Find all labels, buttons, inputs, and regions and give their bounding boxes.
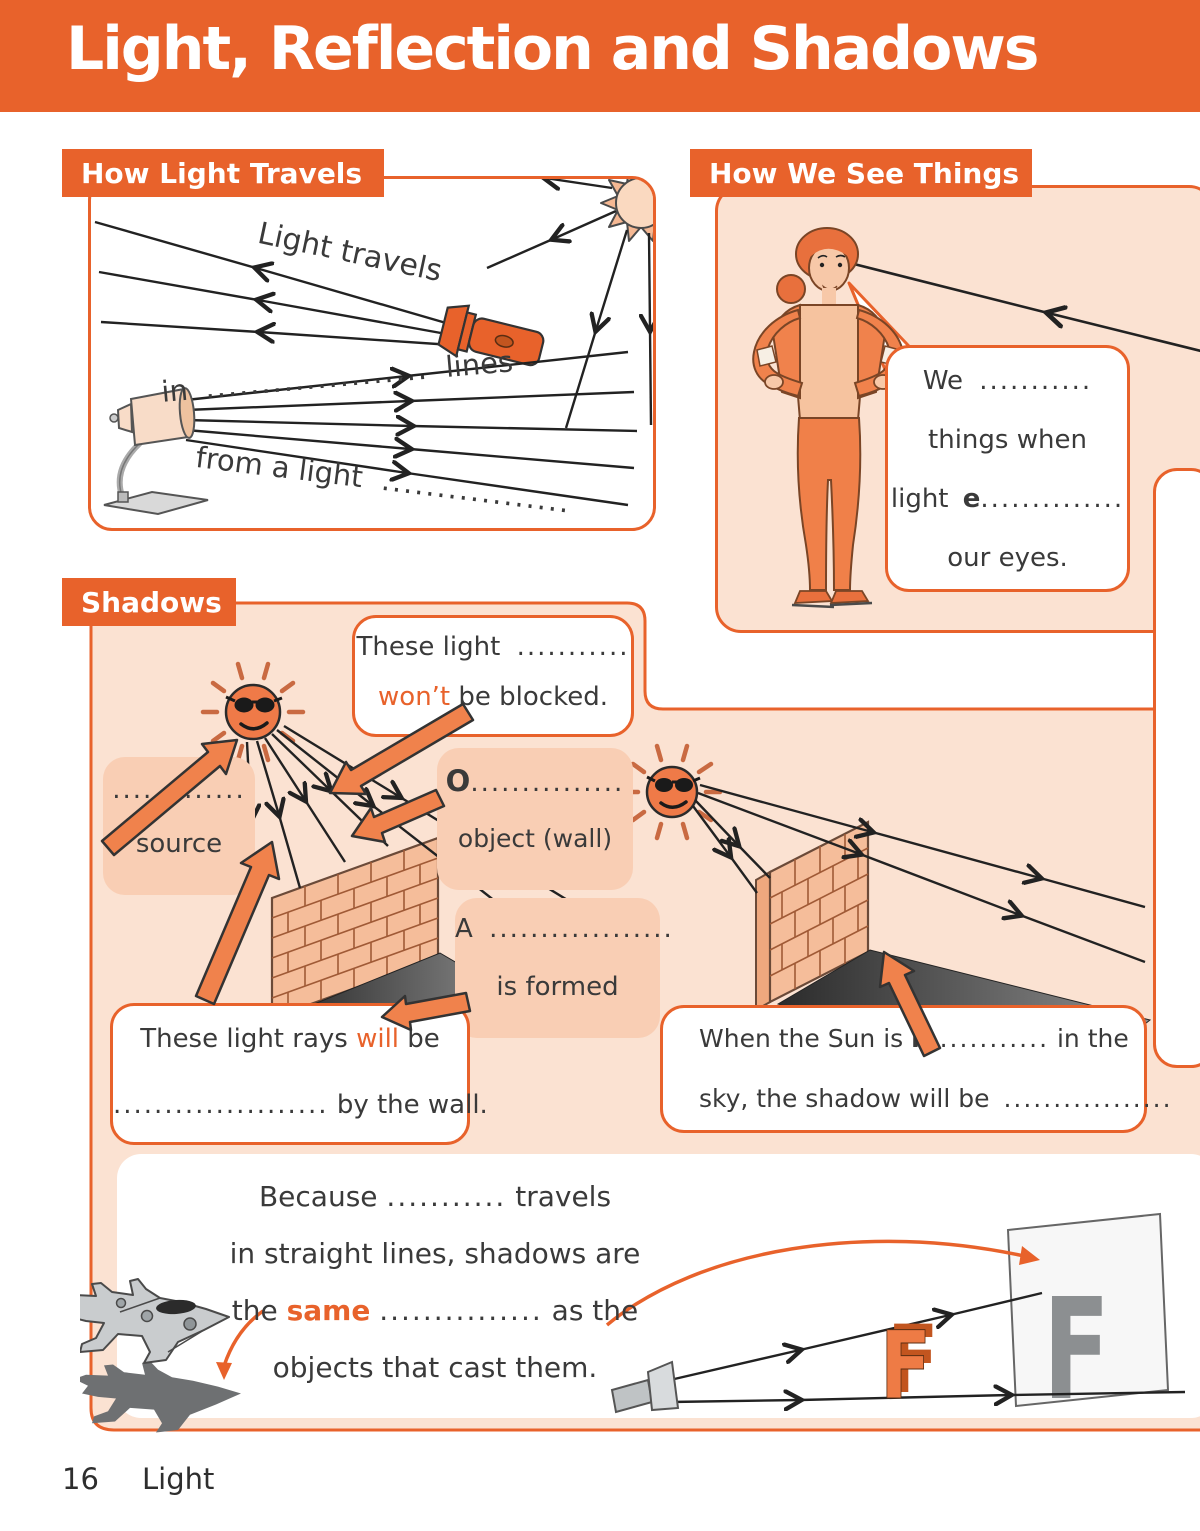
blank-blocked: ..................... <box>113 1090 329 1120</box>
travels-word: travels <box>515 1180 612 1213</box>
blank-see: ........... <box>979 366 1093 396</box>
blank-low: ............. <box>919 1024 1050 1053</box>
sun-low-bubble: When the Sun is l............. in the sk… <box>660 1005 1171 1133</box>
blank-opaque: ............... <box>470 768 625 798</box>
hint-letter-l: l <box>911 1024 920 1053</box>
how-we-see-label: How We See Things <box>690 149 1032 197</box>
sun-low-line2: sky, the shadow will be <box>699 1084 990 1113</box>
blank-light-word: ........... <box>386 1180 507 1213</box>
hint-letter-e: e <box>962 484 981 514</box>
blank-light: ............. <box>112 775 246 805</box>
not-blocked-pre: These light <box>356 632 501 662</box>
sun-low-pre: When the Sun is <box>699 1024 904 1053</box>
how-light-travels-panel: Light travels in .................... li… <box>88 176 656 531</box>
source-label-box: ............. source <box>103 757 255 895</box>
word-same: same <box>286 1294 371 1327</box>
because-line2: in straight lines, shadows are <box>229 1237 641 1270</box>
sun-low-mid: in the <box>1056 1024 1129 1053</box>
curved-arrow-to-shadow-icon <box>216 1309 265 1380</box>
how-light-travels-label: How Light Travels <box>62 149 384 197</box>
hint-letter-o: O <box>445 764 471 798</box>
page-title: Light, Reflection and Shadows <box>66 14 1039 84</box>
torch-icon <box>437 304 545 367</box>
word-lines: lines <box>444 344 515 385</box>
word-is-formed: is formed <box>496 972 619 1002</box>
projection-screen <box>1006 1212 1170 1408</box>
because-note-text: Because ........... travels in straight … <box>150 1168 720 1396</box>
word-light: light <box>890 484 949 514</box>
not-blocked-rest: be blocked. <box>458 682 608 712</box>
page-number: 16 <box>62 1462 99 1496</box>
because-word: Because <box>258 1180 378 1213</box>
bubble-line4: our eyes. <box>947 543 1068 573</box>
object-label-box: O............... object (wall) <box>437 748 633 890</box>
formed-label-box: A .................. is formed <box>455 898 672 1038</box>
word-object-wall: object (wall) <box>457 824 613 853</box>
jet-shadow <box>80 1361 241 1433</box>
word-the: the <box>231 1294 278 1327</box>
word-we: We <box>922 366 963 396</box>
word-in: in <box>160 372 190 409</box>
small-torch-icon <box>610 1360 680 1414</box>
torch-rays <box>94 220 454 347</box>
sun-low-rays <box>692 783 1146 964</box>
sunglasses-sun-icon <box>224 683 282 741</box>
blocked-post: be <box>407 1024 440 1054</box>
because-line4: objects that cast them. <box>272 1351 598 1384</box>
letter-f-object-side: F <box>887 1306 938 1415</box>
footer-section: Light <box>142 1462 215 1496</box>
blocked-bubble: These light rays will be ...............… <box>110 1003 488 1145</box>
blank-shadow: .................. <box>489 914 674 944</box>
word-wont: won’t <box>378 682 451 712</box>
woman-figure <box>752 227 905 609</box>
sun-icon <box>600 179 653 242</box>
blank-enters: .............. <box>980 484 1125 514</box>
curved-arrow-to-screen-icon <box>605 1239 1040 1327</box>
not-blocked-bubble: These light ........... won’t be blocked… <box>352 615 634 737</box>
bubble-line2: things when <box>928 425 1087 455</box>
blank-long: ................ <box>1003 1084 1163 1113</box>
sunglasses-sun-icon <box>645 765 699 819</box>
lamp-icon <box>103 387 209 516</box>
jet-illustration <box>80 1278 230 1364</box>
letter-f-object: F <box>880 1312 931 1421</box>
page-header: Light, Reflection and Shadows <box>0 0 1200 112</box>
blocked-rest: by the wall. <box>336 1090 488 1120</box>
f-projection-diagram: F F F <box>605 1212 1186 1432</box>
word-as-the: as the <box>551 1294 639 1327</box>
cutoff-right-panel <box>1153 468 1200 1068</box>
blocked-pre: These light rays <box>140 1024 348 1054</box>
word-source: source <box>135 829 223 859</box>
light-travels-diagram <box>94 179 653 516</box>
letter-f-shadow: F <box>1043 1269 1110 1431</box>
blank-shape: ............... <box>379 1294 543 1327</box>
lamp-rays <box>185 350 638 507</box>
we-see-speech-bubble: We ........... things when light e......… <box>885 345 1130 592</box>
word-a: A <box>455 914 473 944</box>
sun-low-end: . <box>1162 1084 1171 1113</box>
blank-rays: ........... <box>516 632 630 662</box>
word-will: will <box>356 1024 400 1054</box>
torch-projection-rays <box>669 1291 1186 1402</box>
shadows-label: Shadows <box>62 578 236 626</box>
light-ray-to-eye <box>845 260 1200 353</box>
